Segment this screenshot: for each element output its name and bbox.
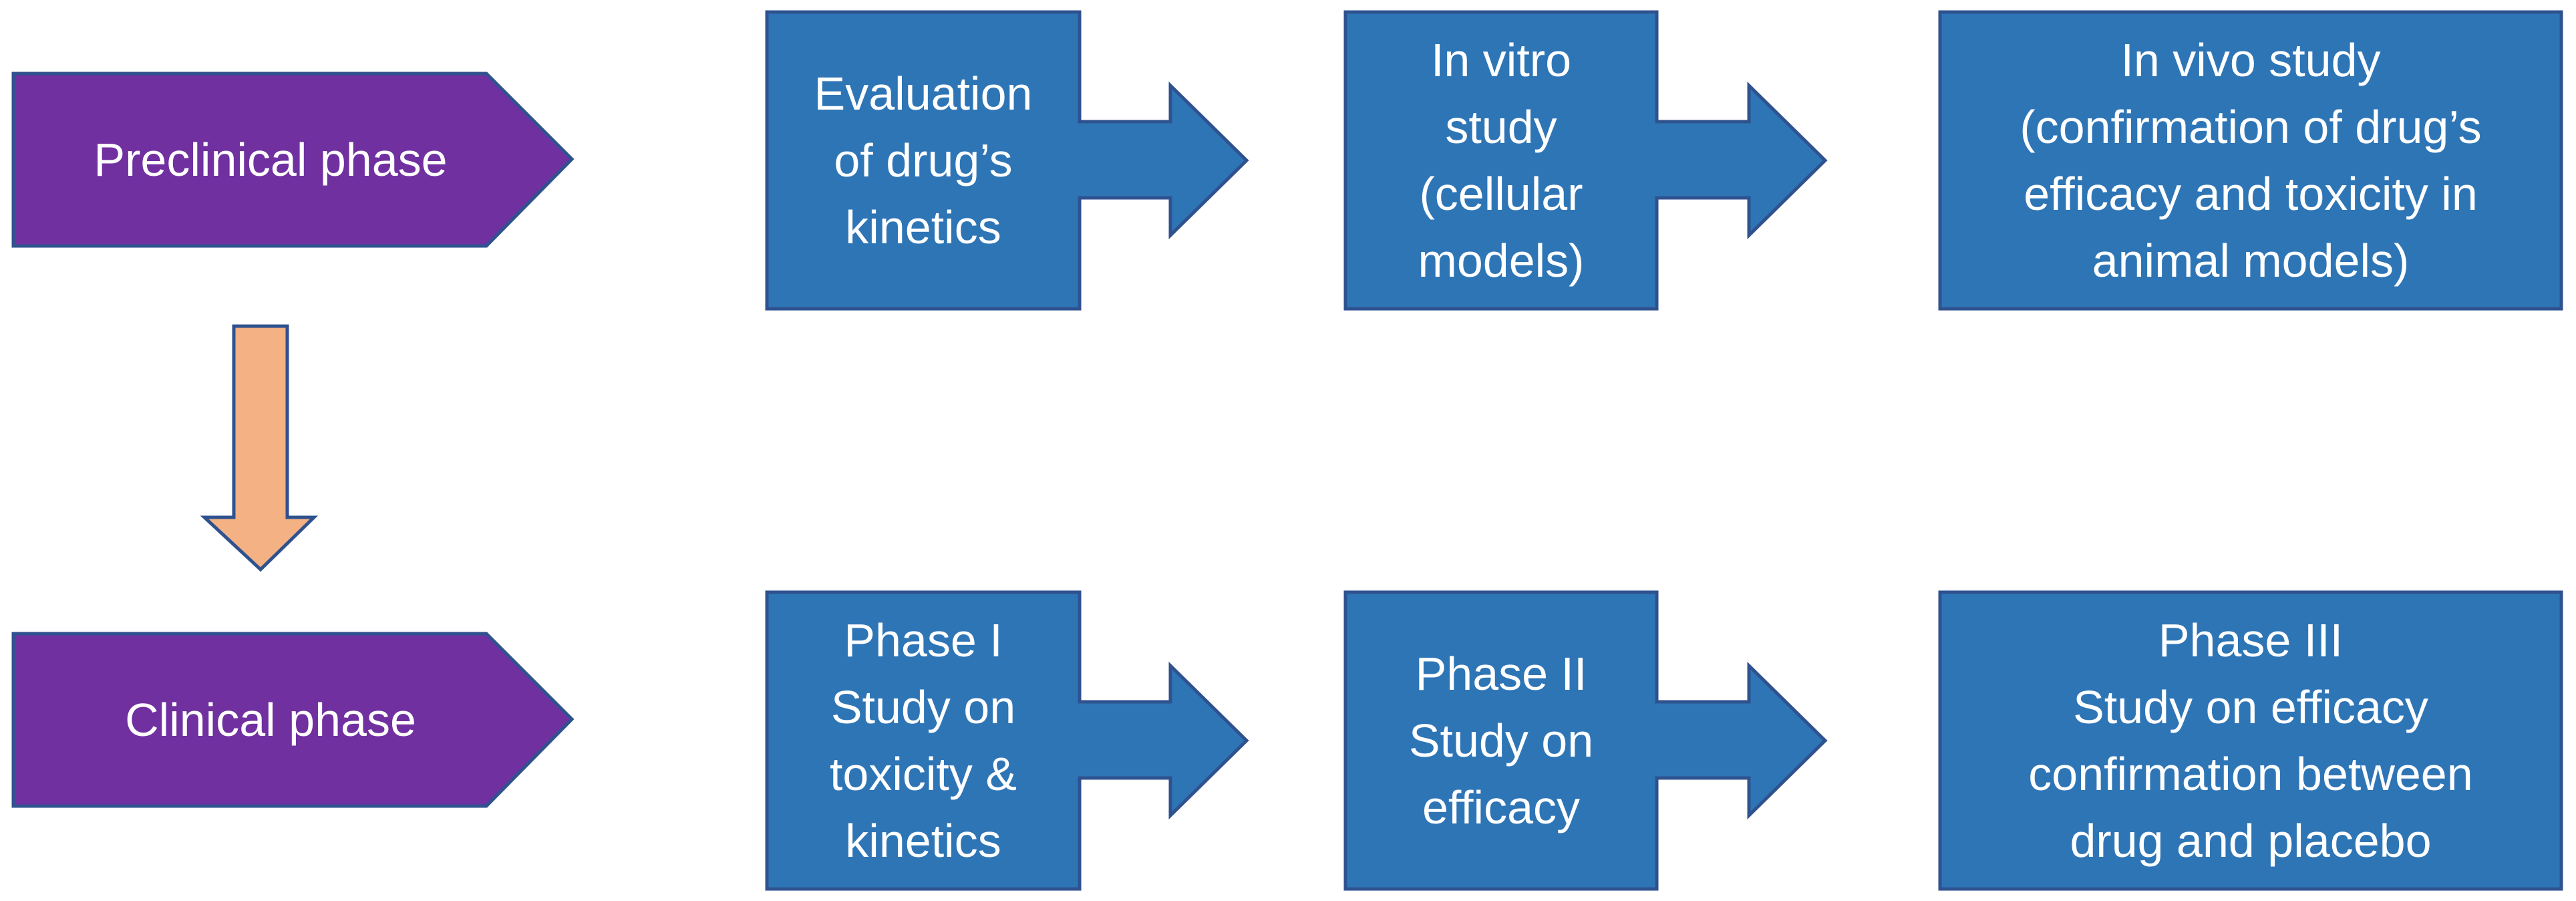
text-line: kinetics [845,815,1001,867]
down-arrow-icon [200,324,319,572]
text-line: Study on [830,681,1016,733]
text-line: Evaluation [814,68,1033,120]
text-line: toxicity & [829,748,1017,800]
preclinical-step-2-text: In vitro study (cellular models) [1345,12,1657,309]
text-line: (confirmation of drug’s [2020,101,2482,153]
text-line: Study on efficacy [2073,681,2428,733]
text-line: In vivo study [2120,34,2381,86]
text-line: Phase II [1415,648,1587,700]
preclinical-step-3-text: In vivo study (confirmation of drug’s ef… [1940,12,2561,309]
text-line: (cellular [1419,168,1583,220]
text-line: kinetics [845,201,1001,253]
preclinical-phase-shape [11,72,575,248]
preclinical-step-1-text: Evaluation of drug’s kinetics [767,12,1080,309]
text-line: efficacy [1422,781,1581,833]
text-line: drug and placebo [2070,815,2432,867]
text-line: Study on [1408,715,1594,767]
text-line: In vitro [1430,34,1572,86]
text-line: confirmation between [2028,748,2473,800]
text-line: of drug’s [834,134,1013,186]
clinical-step-3-shape [1938,590,2563,891]
text-line: efficacy and toxicity in [2024,168,2478,220]
clinical-phase-label: Clinical phase [125,694,416,746]
clinical-step-2-shape [1343,590,1828,891]
text-line: study [1445,101,1557,153]
clinical-phase-shape [11,632,575,808]
clinical-step-3-text: Phase III Study on efficacy confirmation… [1940,592,2561,889]
text-line: Phase III [2158,614,2344,666]
preclinical-step-2-shape [1343,10,1828,311]
preclinical-step-3-shape [1938,10,2563,311]
preclinical-step-1-shape [765,10,1249,311]
clinical-step-2-text: Phase II Study on efficacy [1345,592,1657,889]
preclinical-phase-label: Preclinical phase [94,134,448,186]
clinical-step-1-shape [765,590,1249,891]
clinical-step-1-text: Phase I Study on toxicity & kinetics [767,592,1080,889]
text-line: Phase I [844,614,1003,666]
text-line: animal models) [2092,235,2410,287]
text-line: models) [1418,235,1585,287]
